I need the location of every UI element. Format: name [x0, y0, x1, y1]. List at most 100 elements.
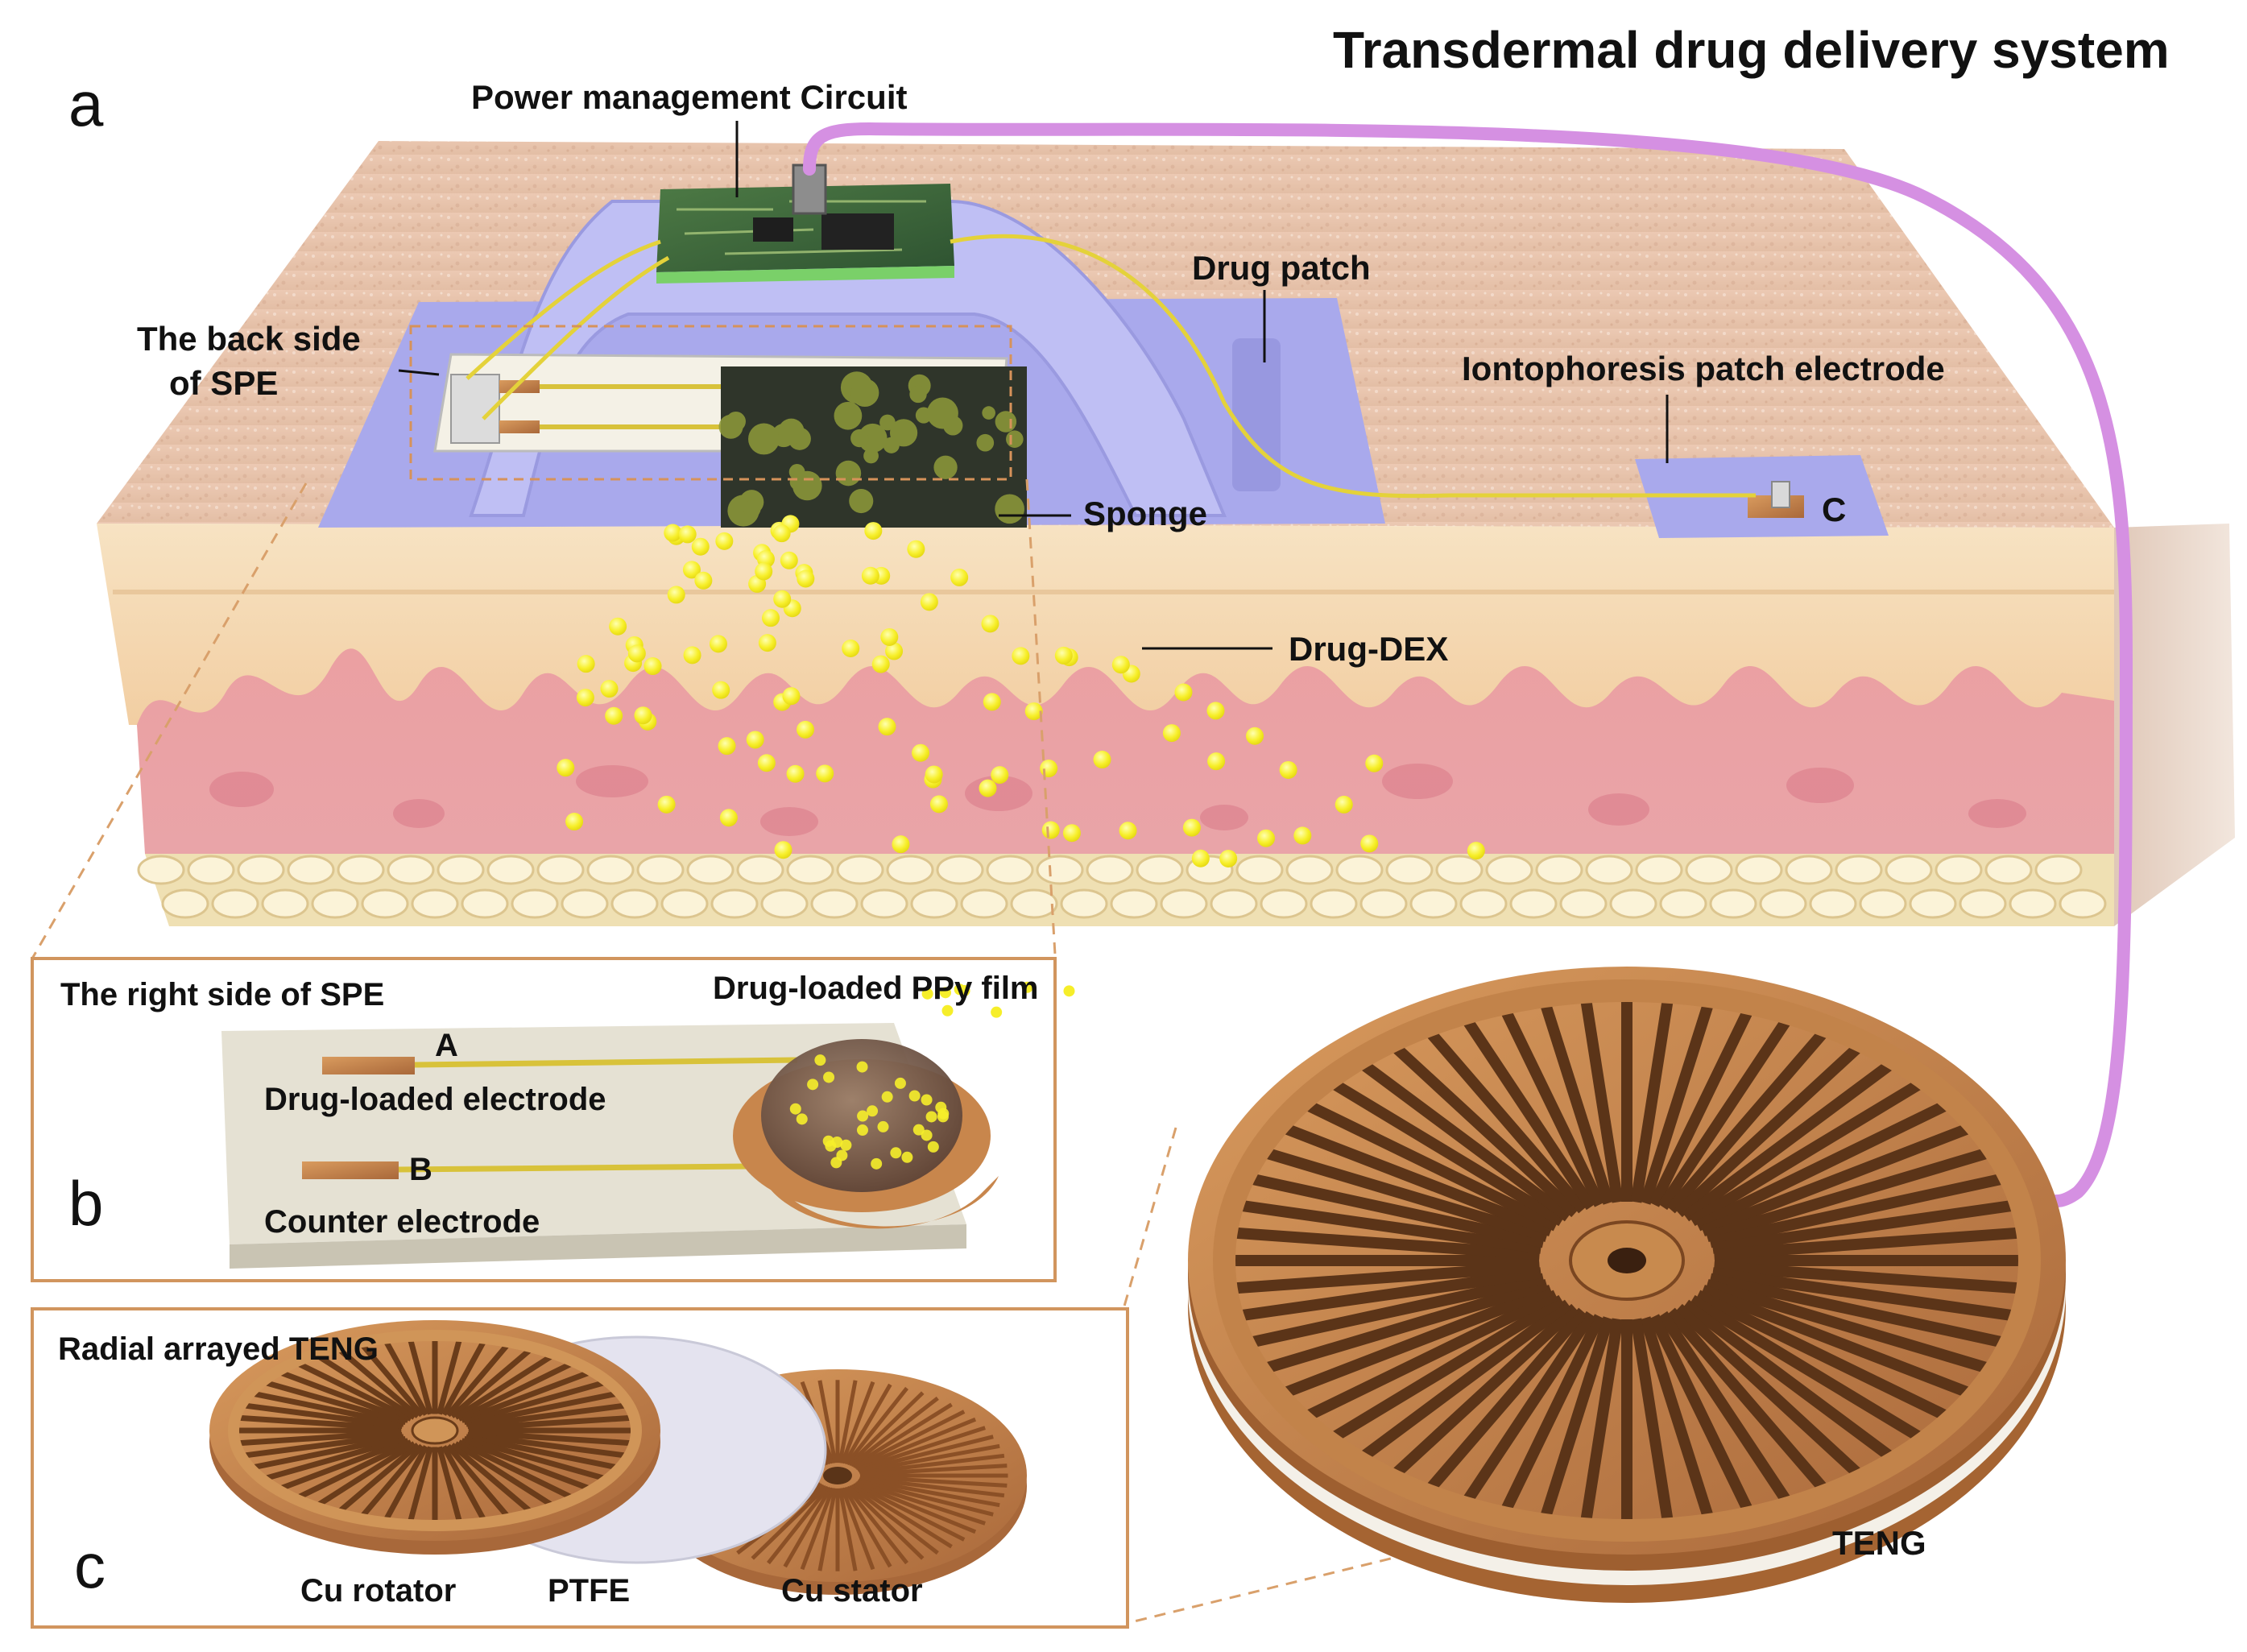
drug-particle [1012, 647, 1030, 665]
drug-particle [565, 813, 584, 831]
drug-particle [755, 562, 773, 581]
drug-particle [1041, 821, 1060, 839]
drug-particle [864, 522, 883, 540]
drug-particle [861, 566, 879, 585]
drug-particle [1365, 754, 1384, 772]
drug-particle [762, 609, 780, 627]
drug-particle [576, 689, 594, 707]
label-cu-rotator: Cu rotator [300, 1573, 457, 1609]
panel-b-title: The right side of SPE [60, 977, 385, 1012]
drug-particle [925, 765, 943, 784]
label-iontophoresis: Iontophoresis patch electrode [1462, 350, 1945, 387]
drug-particle [682, 561, 701, 579]
drug-particle [1024, 702, 1043, 721]
drug-particle [1257, 829, 1276, 847]
drug-particle [757, 754, 776, 772]
cu-rotator [209, 1320, 660, 1555]
drug-particle [634, 706, 652, 725]
drug-particle [718, 737, 736, 756]
drug-particle [605, 706, 623, 725]
panel-c-title: Radial arrayed TENG [58, 1331, 379, 1367]
drug-particle [600, 680, 619, 698]
drug-particle [1093, 751, 1111, 769]
drug-particle [667, 586, 685, 604]
drug-particle [885, 642, 904, 660]
skin-block [97, 141, 2235, 926]
drug-particle [643, 657, 662, 676]
drug-particle [981, 615, 999, 633]
label-power-circuit: Power management Circuit [471, 78, 908, 116]
teng-disc [1188, 967, 2066, 1603]
panel-letter-c: c [74, 1530, 106, 1601]
panel-c-frame [31, 1307, 1129, 1629]
drug-particle [797, 569, 815, 588]
label-electrode-a: A [435, 1028, 458, 1063]
label-ppy-film: Drug-loaded PPy film [713, 971, 1039, 1006]
drug-particle [758, 634, 776, 652]
drug-particle [1360, 834, 1379, 853]
label-counter-electrode: Counter electrode [264, 1204, 540, 1240]
drug-particle [1182, 818, 1201, 837]
drug-particle [1111, 656, 1130, 674]
drug-particle [842, 639, 860, 657]
skin-right-side [2114, 524, 2235, 926]
drug-particle [786, 764, 805, 783]
drug-particle [557, 759, 575, 777]
drug-particle [746, 731, 764, 749]
drug-particle [816, 764, 834, 783]
drug-dex-particles [557, 515, 1485, 868]
drug-particle [691, 537, 710, 556]
drug-particle [983, 693, 1001, 711]
drug-particle [929, 795, 948, 814]
drug-particle [878, 718, 896, 736]
label-drug-loaded-electrode: Drug-loaded electrode [264, 1082, 606, 1117]
drug-particle [979, 779, 997, 797]
drug-particle [772, 524, 791, 543]
drug-particle [683, 646, 701, 665]
drug-particle [1206, 702, 1225, 720]
label-back-side-1: The back side [137, 320, 361, 358]
drug-particle [577, 655, 595, 673]
drug-particle [871, 655, 890, 673]
drug-particle [1335, 795, 1353, 814]
drug-particle [1119, 822, 1137, 840]
drug-particle [1174, 683, 1193, 702]
drug-particle [1054, 646, 1073, 665]
drug-particle [1467, 842, 1485, 860]
label-cu-stator: Cu stator [781, 1573, 923, 1609]
drug-particle [773, 590, 792, 608]
drug-particle [782, 687, 801, 706]
drug-particle [609, 617, 627, 636]
drug-particle [694, 571, 713, 590]
drug-particle [627, 644, 646, 663]
drug-particle [950, 568, 969, 586]
fat-cells [137, 855, 2107, 919]
label-back-side-2: of SPE [169, 364, 279, 402]
label-electrode-c: C [1822, 491, 1847, 528]
drug-particle [1279, 760, 1297, 779]
label-ptfe: PTFE [548, 1573, 631, 1609]
panel-b-frame [31, 957, 1075, 1282]
drug-particle [664, 524, 682, 542]
label-sponge: Sponge [1083, 495, 1207, 532]
drug-particle [719, 809, 738, 827]
teng-cable [803, 122, 2133, 1208]
power-circuit-board [656, 164, 954, 284]
drug-particle [991, 766, 1009, 785]
drug-particle [920, 593, 938, 611]
drug-particle [1191, 849, 1210, 867]
drug-particle [1062, 824, 1081, 843]
yellow-wires [466, 234, 1756, 499]
epidermis-band [97, 524, 2114, 725]
drug-particle [774, 841, 792, 859]
label-electrode-b: B [409, 1152, 432, 1187]
drug-particle [780, 551, 798, 569]
panel-letter-a: a [68, 68, 104, 139]
drug-particle [657, 795, 676, 814]
drug-particle [880, 627, 899, 646]
sponge [718, 366, 1027, 528]
drug-particle [892, 835, 910, 854]
drug-particle [1207, 752, 1226, 771]
